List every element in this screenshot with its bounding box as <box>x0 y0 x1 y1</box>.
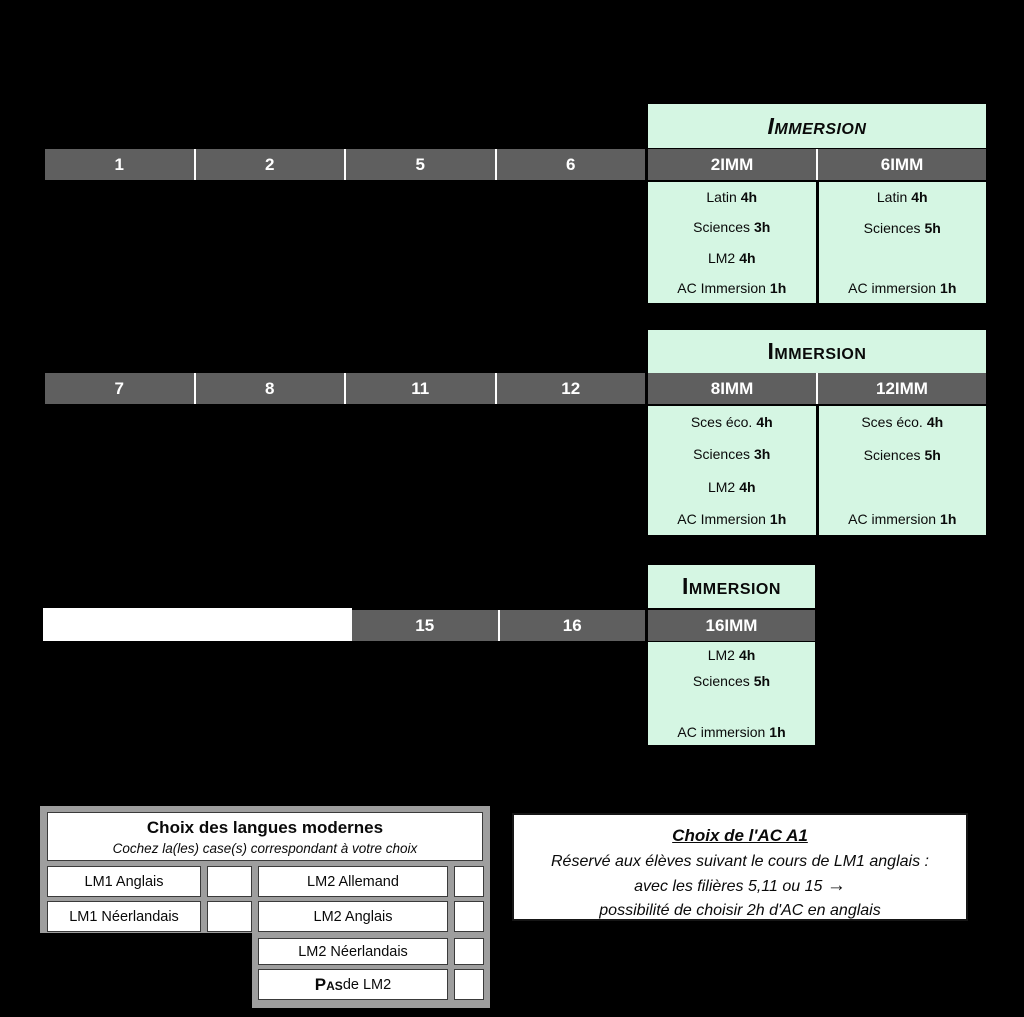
ac-a1-line2: avec les filières 5,11 ou 15 → <box>634 875 846 896</box>
course-line: Sces éco.4h <box>690 414 773 431</box>
lm2-allemand-text: LM2 Allemand <box>307 873 399 890</box>
imm-cell-2imm: 2IMM <box>648 149 816 180</box>
lm1-anglais-label: LM1 Anglais <box>47 866 201 897</box>
blank-white-row <box>43 608 352 641</box>
langues-title: Choix des langues modernes <box>146 817 384 837</box>
table3-immersion-header: Immersion <box>648 565 815 608</box>
right-arrow-icon: → <box>826 875 846 896</box>
filiere-cell-6: 6 <box>496 149 645 180</box>
table1-imm-row: 2IMM 6IMM <box>648 149 986 180</box>
table3-immersion-title: Immersion <box>682 573 781 599</box>
table1-immersion-header: Immersion <box>648 104 986 148</box>
table1-immersion-title: Immersion <box>767 112 867 139</box>
pas-de-lm2-label: Pas de LM2 <box>258 969 448 1000</box>
lm1-neerlandais-checkbox[interactable] <box>207 901 252 932</box>
lm1-anglais-text: LM1 Anglais <box>84 873 164 890</box>
filiere-cell-11: 11 <box>346 373 495 404</box>
ac-a1-title: Choix de l'AC A1 <box>672 826 808 845</box>
langues-subtitle: Cochez la(les) case(s) correspondant à v… <box>112 840 418 856</box>
ac-a1-box: Choix de l'AC A1 Réservé aux élèves suiv… <box>512 813 968 921</box>
lm2-anglais-label: LM2 Anglais <box>258 901 448 932</box>
filiere-cell-5: 5 <box>346 149 495 180</box>
pas-text-bold: Pas <box>314 974 343 994</box>
filiere-cell-8: 8 <box>195 373 344 404</box>
langues-title-cell: Choix des langues modernes Cochez la(les… <box>47 812 483 861</box>
lm2-allemand-checkbox[interactable] <box>454 866 484 897</box>
lm1-neerlandais-text: LM1 Néerlandais <box>69 908 179 925</box>
table3-filiere-row: 15 16 <box>352 610 645 641</box>
course-line: Sces éco.4h <box>861 414 944 431</box>
table2-immersion-title: Immersion <box>767 338 867 364</box>
lm1-anglais-checkbox[interactable] <box>207 866 252 897</box>
ac-a1-line1: Réservé aux élèves suivant le cours de L… <box>551 853 929 870</box>
lm2-anglais-checkbox[interactable] <box>454 901 484 932</box>
table3-imm-row: 16IMM <box>648 610 815 641</box>
table1-filiere-row: 1 2 5 6 <box>45 149 645 180</box>
filiere-cell-15: 15 <box>352 610 498 641</box>
table2-imm-row: 8IMM 12IMM <box>648 373 986 404</box>
lm2-allemand-label: LM2 Allemand <box>258 866 448 897</box>
ac-a1-line3: possibilité de choisir 2h d'AC en anglai… <box>599 902 881 919</box>
imm-cell-12imm: 12IMM <box>818 373 986 404</box>
lm2-neerlandais-text: LM2 Néerlandais <box>298 943 408 960</box>
table2-immersion-header: Immersion <box>648 330 986 373</box>
filiere-cell-12: 12 <box>496 373 645 404</box>
lm2-anglais-text: LM2 Anglais <box>313 908 393 925</box>
imm-cell-8imm: 8IMM <box>648 373 816 404</box>
filiere-cell-1: 1 <box>45 149 194 180</box>
filiere-cell-2: 2 <box>195 149 344 180</box>
filiere-cell-7: 7 <box>45 373 194 404</box>
lm2-neerlandais-checkbox[interactable] <box>454 938 484 965</box>
imm-cell-6imm: 6IMM <box>818 149 986 180</box>
pas-de-lm2-checkbox[interactable] <box>454 969 484 1000</box>
table2-filiere-row: 7 8 11 12 <box>45 373 645 404</box>
filiere-cell-16: 16 <box>499 610 645 641</box>
lm1-neerlandais-label: LM1 Néerlandais <box>47 901 201 932</box>
imm-cell-16imm: 16IMM <box>648 610 815 641</box>
pas-text-rest: de LM2 <box>342 976 392 993</box>
lm2-neerlandais-label: LM2 Néerlandais <box>258 938 448 965</box>
